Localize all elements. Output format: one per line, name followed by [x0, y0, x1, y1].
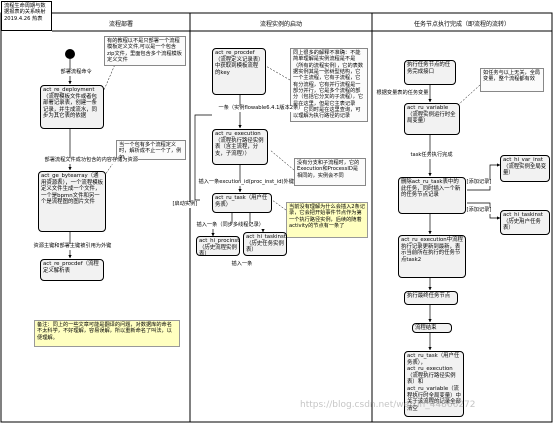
lane-header-instance: 流程实例的启动: [259, 21, 302, 28]
box-act-ru-task: act_ru_task（用户任务表）: [212, 193, 272, 213]
box-execution-update: act_ru_execution中流程执行记录更新到最新，表示当前所在执行的任务…: [398, 235, 466, 278]
box-last-task-node: 执行最终任务节点: [404, 291, 458, 305]
edge-delete-hivarinst: [467, 163, 501, 191]
box-act-re-procdef-deploy: act_re_procdef（流程定义解析表: [40, 259, 104, 281]
edge-start-instance: [194, 114, 212, 201]
link-note-zip: [104, 159, 116, 176]
box-act-hi-procinst: act_hi_procinst（历史流程实例表）: [196, 236, 240, 256]
link-note-vars: [457, 84, 481, 106]
note-zip-multiple: 当一个包有多个流程定义时，解析成不止一个了，例如: [116, 140, 186, 160]
label-startup-records: 一条（实例flowable6.4.1版本2条）: [218, 105, 304, 112]
label-task-variables: 根据变量表的任务变量: [376, 90, 429, 97]
link-note-yellow: [271, 199, 287, 211]
note-package-deploy: 有的教程以不是只部署一个流程模板定义文件,可以是一个包含zip文件，里面包含多个…: [104, 36, 186, 66]
link-note-top: [103, 61, 117, 91]
label-bytearray-resource: 部署流程文件成功包含的内容存储为资源: [44, 157, 139, 164]
box-act-ru-variable: act_ru_variable（流程实例运行时全局变量）: [404, 103, 460, 135]
diagram-title: 流程生命周期与数据报表的关系映射2019.4.26 热表: [1, 1, 52, 31]
label-add-task-record: [添加记录]: [466, 207, 492, 214]
label-insert-execution-id: 插入一条excution_id(proc_inst_id)外键: [198, 179, 295, 186]
note-two-records: 当前没有理解为什么会插入2条记录，它会把开始事件节点作为第一个执行路径实例，后续…: [286, 202, 368, 238]
note-naming-remark: 备注：同上的一些文章可能是翻译的问题，对数据库的命名不太科学，不好理解，容易误解…: [34, 320, 180, 347]
link-note-mid: [269, 149, 295, 171]
box-act-ru-execution: act_ru_execution（流程执行路径实例表（含主流程，分支，子流程））: [212, 129, 268, 165]
lane-header-task-complete: 任务节点执行完成（即流程的流转）: [413, 21, 510, 28]
lane-header-deploy: 流程部署: [108, 21, 133, 28]
note-global-variable: 如任务与以上无关，全局变量，整个流程都有效: [480, 68, 544, 92]
box-exec-complete-api: 执行任务节点的任务完成接口: [404, 60, 456, 85]
box-delete-task-insert-new: 删除act_ru_task表中的此任务，同时插入一个新的任务节点记录: [398, 177, 466, 214]
label-procdef-foreign-key: 资源主键和部署主键被引用为外键: [33, 243, 112, 250]
box-cleanup-records: act_ru_task（用户任务表），act_ru_execution（流程执行…: [404, 351, 464, 417]
link-note-right: [263, 64, 291, 81]
note-execution-tree: 同上很多的解释不准确：不能简单理解是实例流程是不是（所有的流程实例），它的表数据…: [290, 48, 368, 122]
box-act-hi-taskinst-task: act_hi_taskinst（历史用户任务表）: [500, 210, 550, 235]
box-act-ge-bytearray: act_ge_bytearray（通用资源表），一个流程模板定义文件生成一个文件…: [38, 171, 106, 232]
label-insert-one-hi-procinst: 插入一条（同步多线程记录）: [196, 222, 265, 229]
start-node: [65, 49, 75, 59]
swimlane-frame: [0, 12, 553, 423]
box-act-hi-varinst: act_hi_var_inst（流程实例全局变量）: [500, 155, 550, 182]
label-task-complete: task任务执行完成: [410, 152, 454, 159]
label-insert-one-hi-taskinst: 插入一条: [231, 261, 253, 268]
box-process-end: 流程结束: [412, 323, 452, 333]
box-act-re-procdef-key: act_re_procdef（流程定义记录表）中获取到模板流程的key: [212, 48, 266, 95]
watermark: https://blog.csdn.net/weixin_44866272: [300, 400, 476, 410]
box-act-re-deployment: act_re_deployment（流程模板文件或者包部署记录表，创建一条记录，…: [40, 85, 104, 129]
label-deploy-command: 部署流程命令: [60, 69, 93, 76]
label-start-instance: [启动实例]: [172, 201, 198, 208]
label-add-var-record: [添加记录]: [466, 179, 492, 186]
note-process-id: 没有分支和子流程时，它的Execution和ProcessID是相同的，实例会不…: [294, 158, 366, 186]
box-act-hi-taskinst: act_hi_taskinst（历史任务实例表）: [243, 232, 287, 256]
